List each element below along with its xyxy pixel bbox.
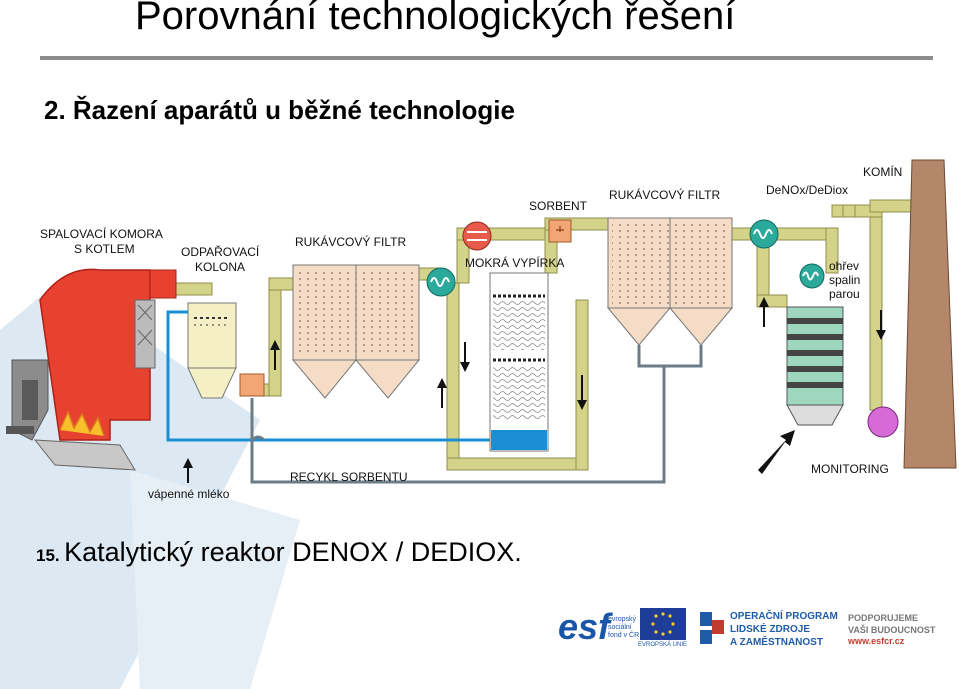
wet-scrubber xyxy=(489,219,572,452)
esf-logo: esf xyxy=(558,606,611,647)
esf-logo-caption: evropský sociální fond v ČR xyxy=(608,616,640,639)
catalytic-reactor xyxy=(786,306,844,426)
op-text-line1: OPERAČNÍ PROGRAM xyxy=(730,611,838,622)
bag-filter-2 xyxy=(606,217,734,346)
label-ohrev-3: parou xyxy=(829,287,860,301)
op-text-line2: LIDSKÉ ZDROJE xyxy=(730,624,811,635)
page-title: Porovnání technologických řešení xyxy=(135,0,736,38)
monitoring-sensor xyxy=(867,406,899,438)
flow-arrows xyxy=(183,297,886,483)
heat-exchanger-1 xyxy=(426,267,456,297)
support-text-line1: PODPORUJEME xyxy=(848,613,919,623)
label-bag-filter-2: RUKÁVCOVÝ FILTR xyxy=(609,187,720,202)
label-bag-filter-1: RUKÁVCOVÝ FILTR xyxy=(295,234,406,249)
label-odparovaci-1: ODPAŘOVACÍ xyxy=(181,244,260,259)
label-sorbent: SORBENT xyxy=(529,199,588,213)
boiler xyxy=(6,268,177,471)
lime-milk-line xyxy=(166,310,490,442)
chimney xyxy=(903,159,957,469)
eu-label: EVROPSKÁ UNIE xyxy=(638,642,688,648)
title-divider xyxy=(40,56,933,60)
support-text-line2: VAŠI BUDOUCNOST xyxy=(848,625,936,635)
monitoring-arrow xyxy=(758,430,795,474)
sponsor-logos: esf evropský sociální fond v ČR EVROPSKÁ… xyxy=(558,604,948,654)
bag-filter-1 xyxy=(291,264,421,399)
evaporative-column xyxy=(187,302,265,399)
heat-exchanger-2 xyxy=(749,219,779,249)
label-vapenne-mleko: vápenné mléko xyxy=(148,487,230,501)
op-puzzle-icon xyxy=(698,610,726,646)
label-ohrev-2: spalin xyxy=(829,273,860,287)
label-recykl-sorbentu: RECYKL SORBENTU xyxy=(290,470,408,484)
caption-number: 15. xyxy=(36,546,60,565)
label-monitoring: MONITORING xyxy=(811,462,889,476)
caption-text: Katalytický reaktor DENOX / DEDIOX. xyxy=(64,537,522,567)
label-spalovaci-komora-1: SPALOVACÍ KOMORA xyxy=(40,226,163,241)
heat-exchanger-3 xyxy=(799,263,825,289)
label-spalovaci-komora-2: S KOTLEM xyxy=(74,242,135,256)
support-text: PODPORUJEME VAŠI BUDOUCNOST xyxy=(848,612,935,636)
label-ohrev-1: ohřev xyxy=(829,259,859,273)
eu-flag-icon xyxy=(640,608,686,640)
figure-caption: 15. Katalytický reaktor DENOX / DEDIOX. xyxy=(36,537,522,568)
esfcr-url: www.esfcr.cz xyxy=(848,636,905,646)
op-text: OPERAČNÍ PROGRAM LIDSKÉ ZDROJE A ZAMĚSTN… xyxy=(730,610,838,649)
fan-1 xyxy=(462,221,492,251)
page-subtitle: 2. Řazení aparátů u běžné technologie xyxy=(44,95,515,125)
label-komin: KOMÍN xyxy=(863,164,902,179)
op-text-line3: A ZAMĚSTNANOST xyxy=(730,637,823,648)
label-odparovaci-2: KOLONA xyxy=(195,260,245,274)
label-wet-scrubber: MOKRÁ VYPÍRKA xyxy=(465,255,564,270)
label-denox: DeNOx/DeDiox xyxy=(766,183,848,197)
sorbent-recycle-line xyxy=(250,345,703,484)
